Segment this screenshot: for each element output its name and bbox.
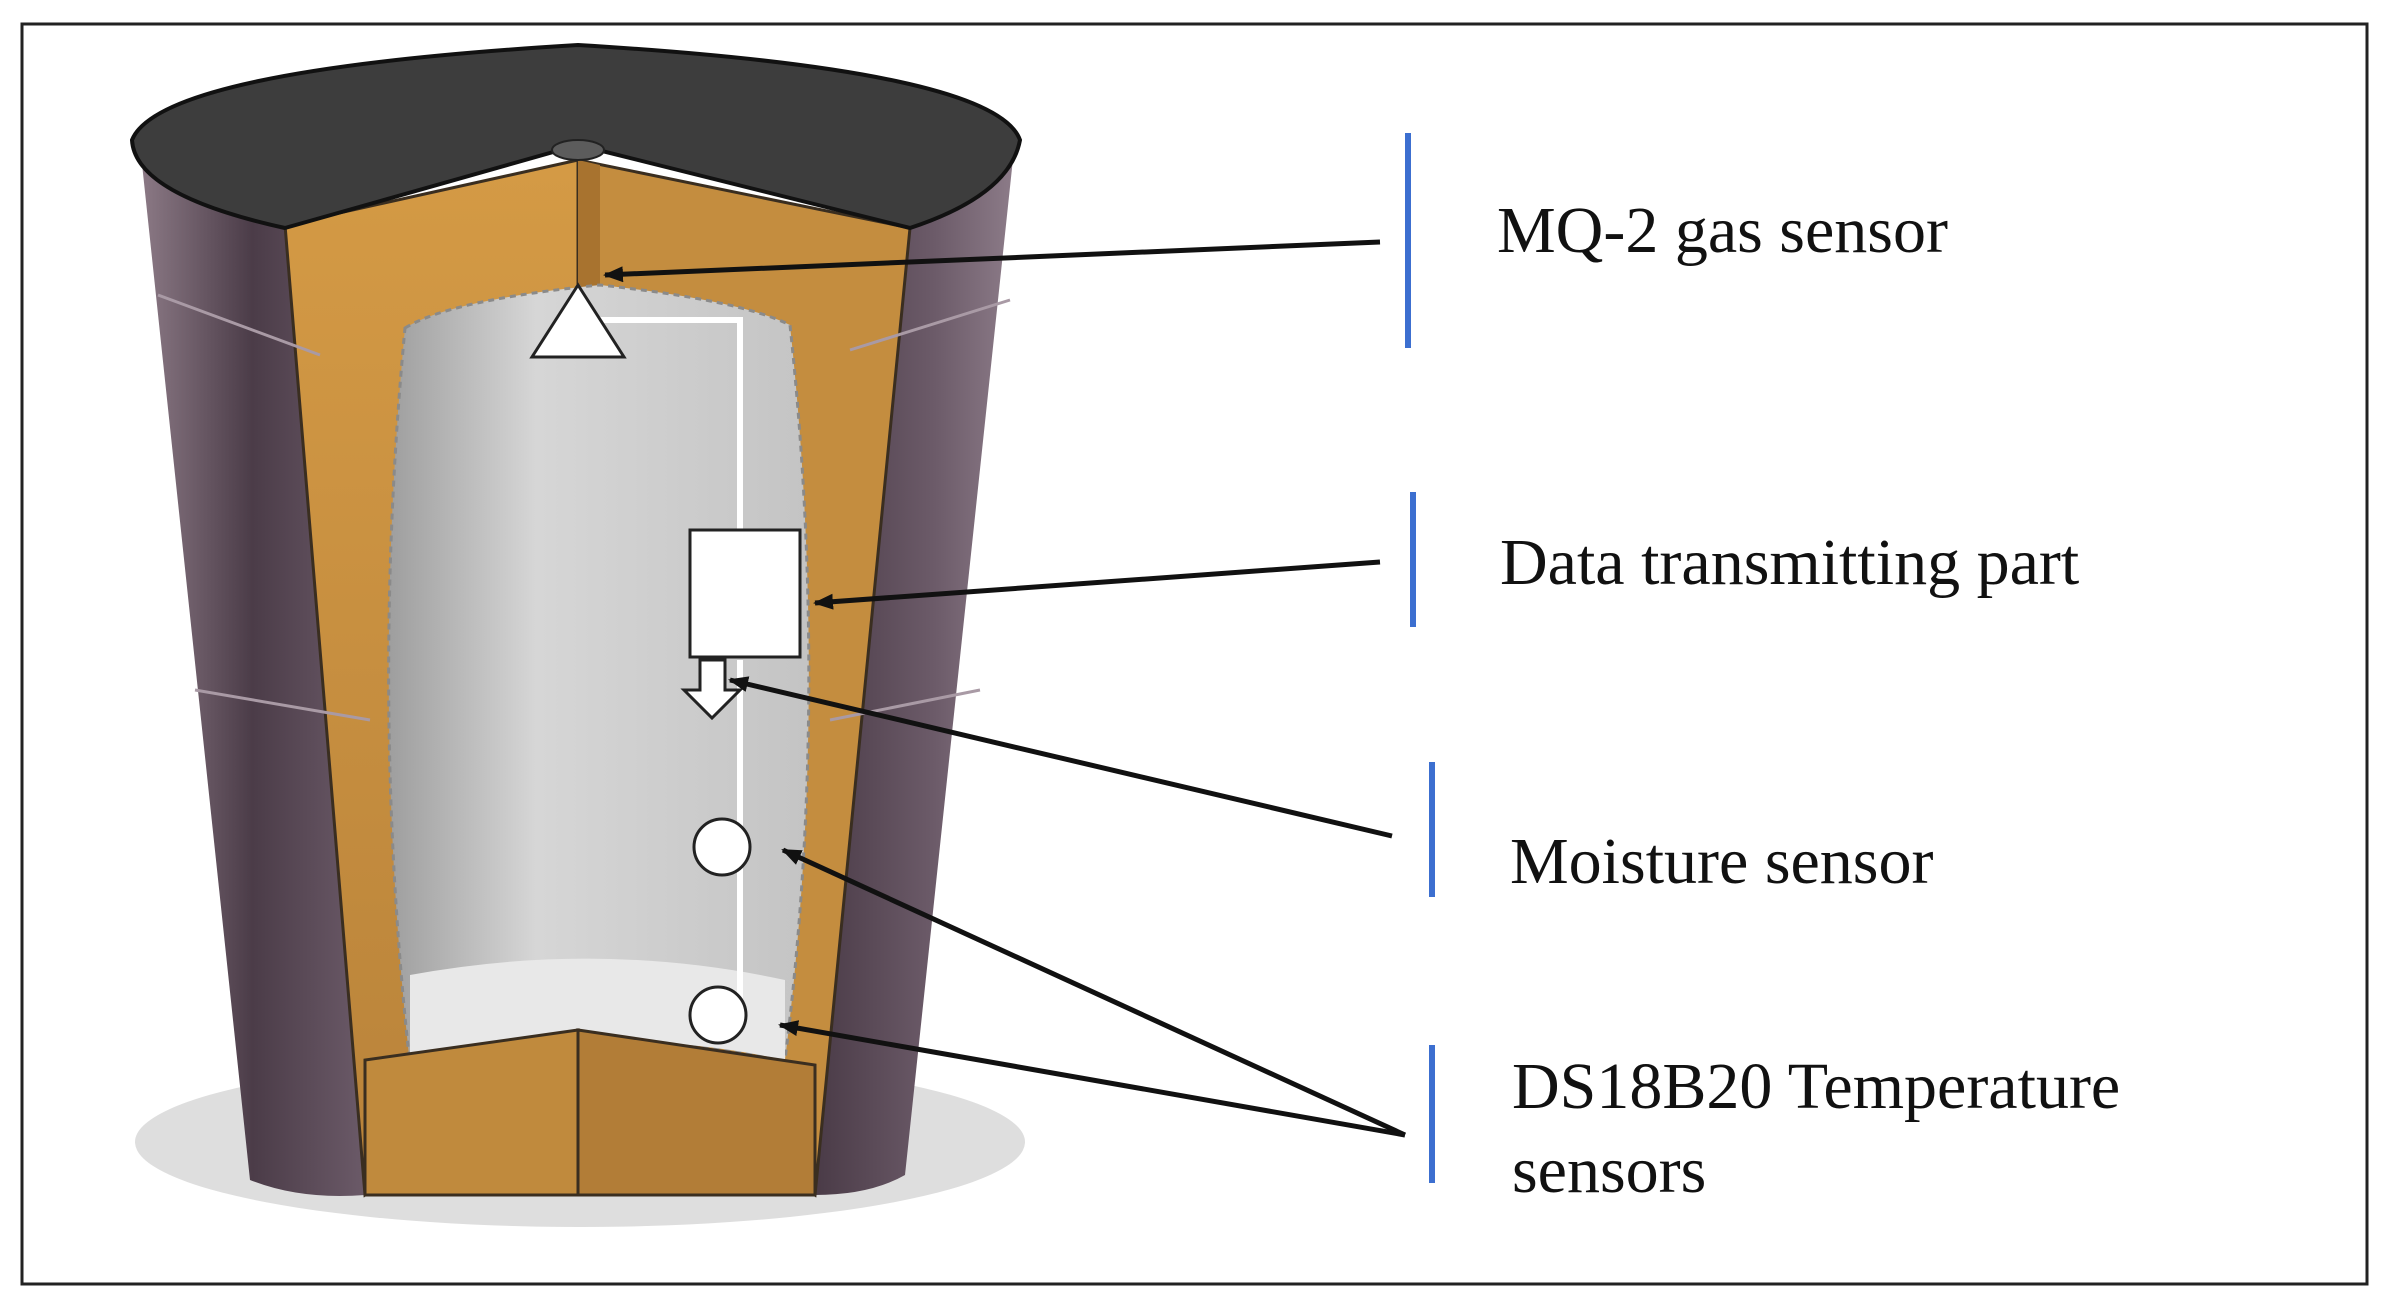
moisture-probe-marker [680,658,744,721]
arrow-data-part [813,559,1381,610]
band-upper-left [157,293,321,357]
gas-sensor-marker [529,282,627,359]
arrow-moisture [728,676,1393,839]
label-moisture: Moisture sensor [1510,825,1933,898]
temperature-sensor-upper [692,817,752,877]
label-temperature-line2: sensors [1512,1134,1706,1207]
outer-wall-right [815,140,1015,1195]
arrow-temperature-lower [778,1020,1406,1138]
lid-knob [551,139,605,161]
outer-wall-left [140,145,365,1196]
band-lower-left [194,688,371,722]
label-temperature-line1: DS18B20 Temperature [1512,1050,2120,1123]
label-data-part: Data transmitting part [1500,526,2079,599]
band-upper-right [849,298,1011,352]
temperature-sensor-lower [688,985,748,1045]
arrow-gas-sensor [603,239,1381,283]
data-transmitter-marker [688,528,802,659]
arrow-temperature-upper [781,847,1407,1138]
band-lower-right [829,688,981,722]
floor-notch-right [576,1028,817,1197]
cavity-floor [410,958,785,1065]
label-gas-sensor: MQ-2 gas sensor [1497,194,1948,267]
cavity [387,283,811,1067]
floor-notch [363,1028,580,1197]
bin-lid [129,42,1023,231]
